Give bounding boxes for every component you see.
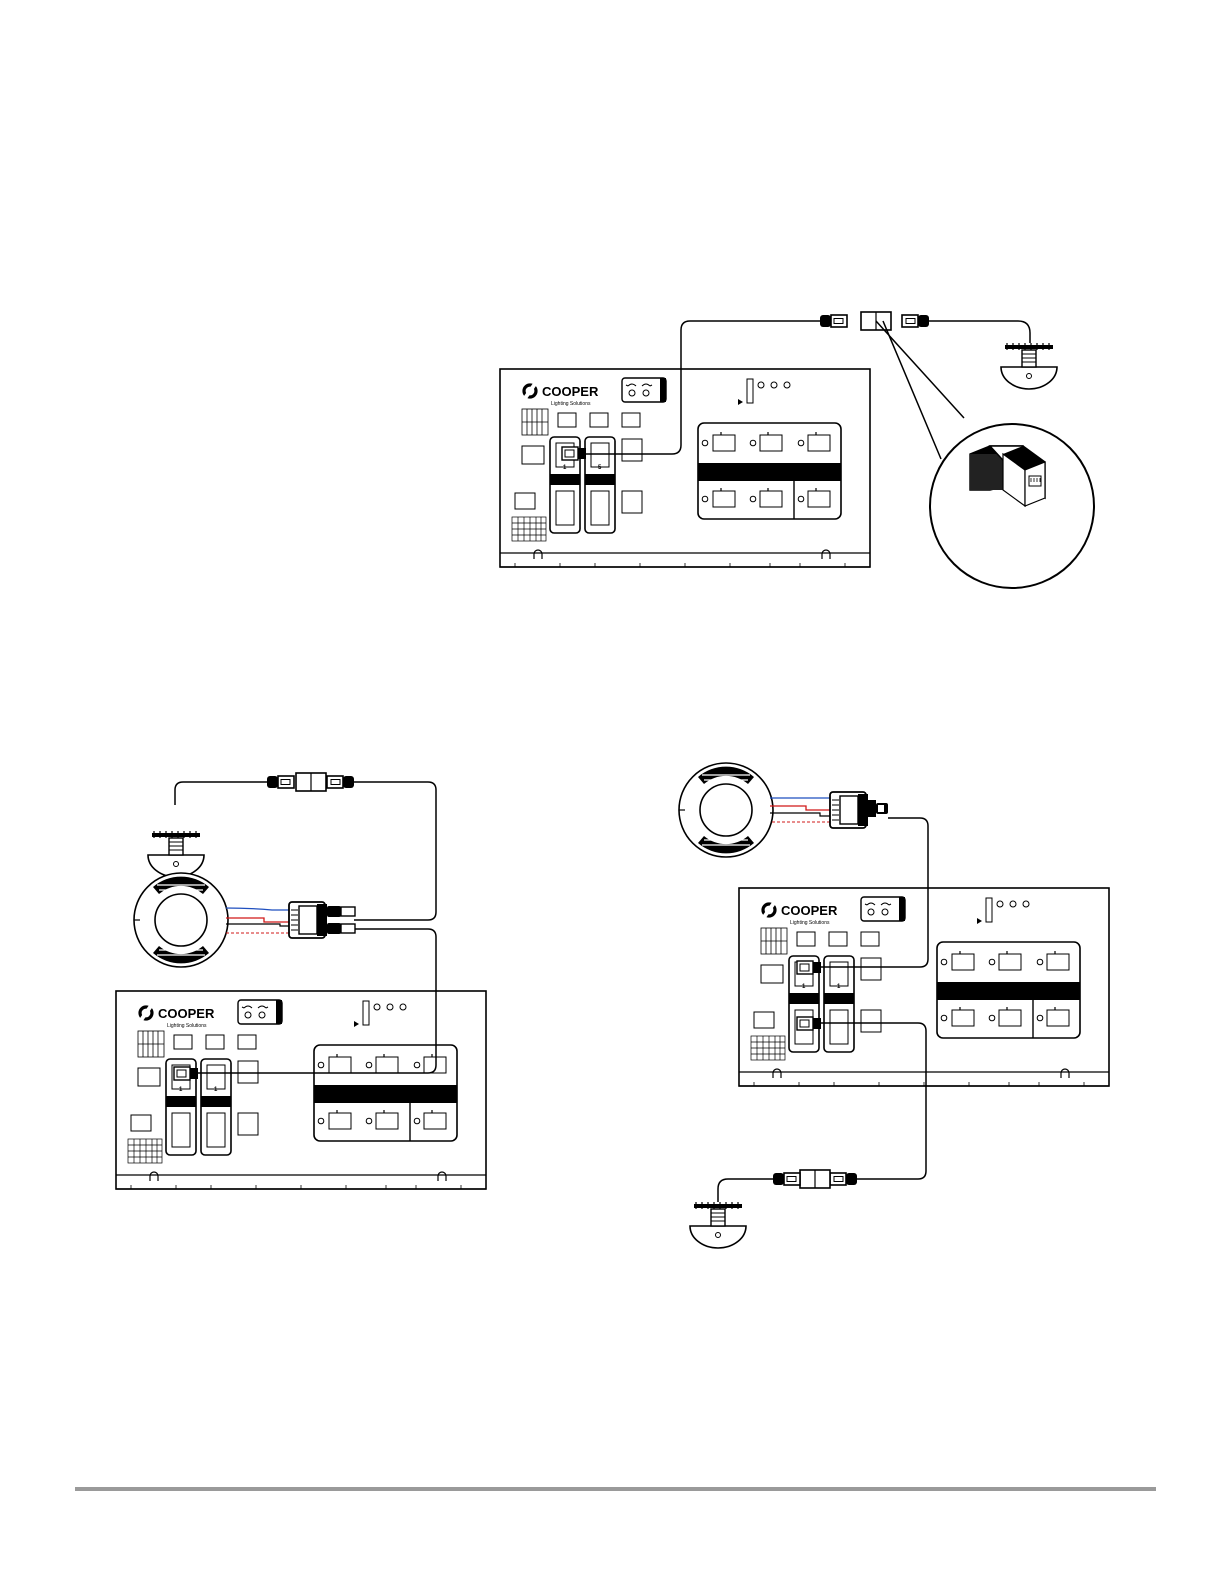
ceiling-sensor [148,831,204,877]
rj45-plug-in-panel [174,1067,198,1080]
sensor-wires [770,798,830,822]
round-ceiling-sensor [134,873,228,967]
control-panel-1: COOPER Lighting Solutions 1 5 [500,369,870,567]
coupler-detail-callout [876,321,1094,588]
cat5-cable [354,782,436,920]
panel-brand-sub: Lighting Solutions [551,401,591,407]
panel-brand-sub: Lighting Solutions [790,920,830,926]
diagram-1: COOPER Lighting Solutions 1 5 [500,312,1094,588]
cat5-cable [175,782,267,805]
power-pack-adapter [830,792,868,828]
rj45-coupler [296,773,326,791]
rj45-plug [868,800,888,817]
rj45-plug [327,906,355,934]
rj45-plug [267,776,294,788]
rj45-coupler [800,1170,830,1188]
panel-brand: COOPER [542,384,599,399]
cat5-cable [929,321,1030,343]
rj45-plug [830,1173,857,1185]
rj45-plug-in-panel [797,961,821,974]
rj45-plug-in-panel [562,447,586,460]
rj45-plug-in-panel [797,1017,821,1030]
round-ceiling-sensor [679,763,773,857]
rj45-plug [773,1173,800,1185]
rj45-plug [820,315,847,327]
footer-rule [75,1487,1156,1491]
sensor-wires [226,908,289,933]
panel-brand: COOPER [158,1006,215,1021]
cat5-cable [718,1179,773,1202]
diagram-2: COOPER Lighting Solutions 1 1 [116,773,486,1189]
diagram-3: COOPER Lighting Solutions 1 1 [679,763,1109,1248]
ceiling-sensor [1001,343,1057,389]
ceiling-sensor [690,1202,746,1248]
panel-brand-sub: Lighting Solutions [167,1023,207,1029]
control-panel-2: COOPER Lighting Solutions 1 1 [116,991,486,1189]
panel-brand: COOPER [781,903,838,918]
control-panel-3: COOPER Lighting Solutions 1 1 [739,888,1109,1086]
power-pack-adapter [289,902,327,938]
rj45-plug [327,776,354,788]
rj45-plug [902,315,929,327]
